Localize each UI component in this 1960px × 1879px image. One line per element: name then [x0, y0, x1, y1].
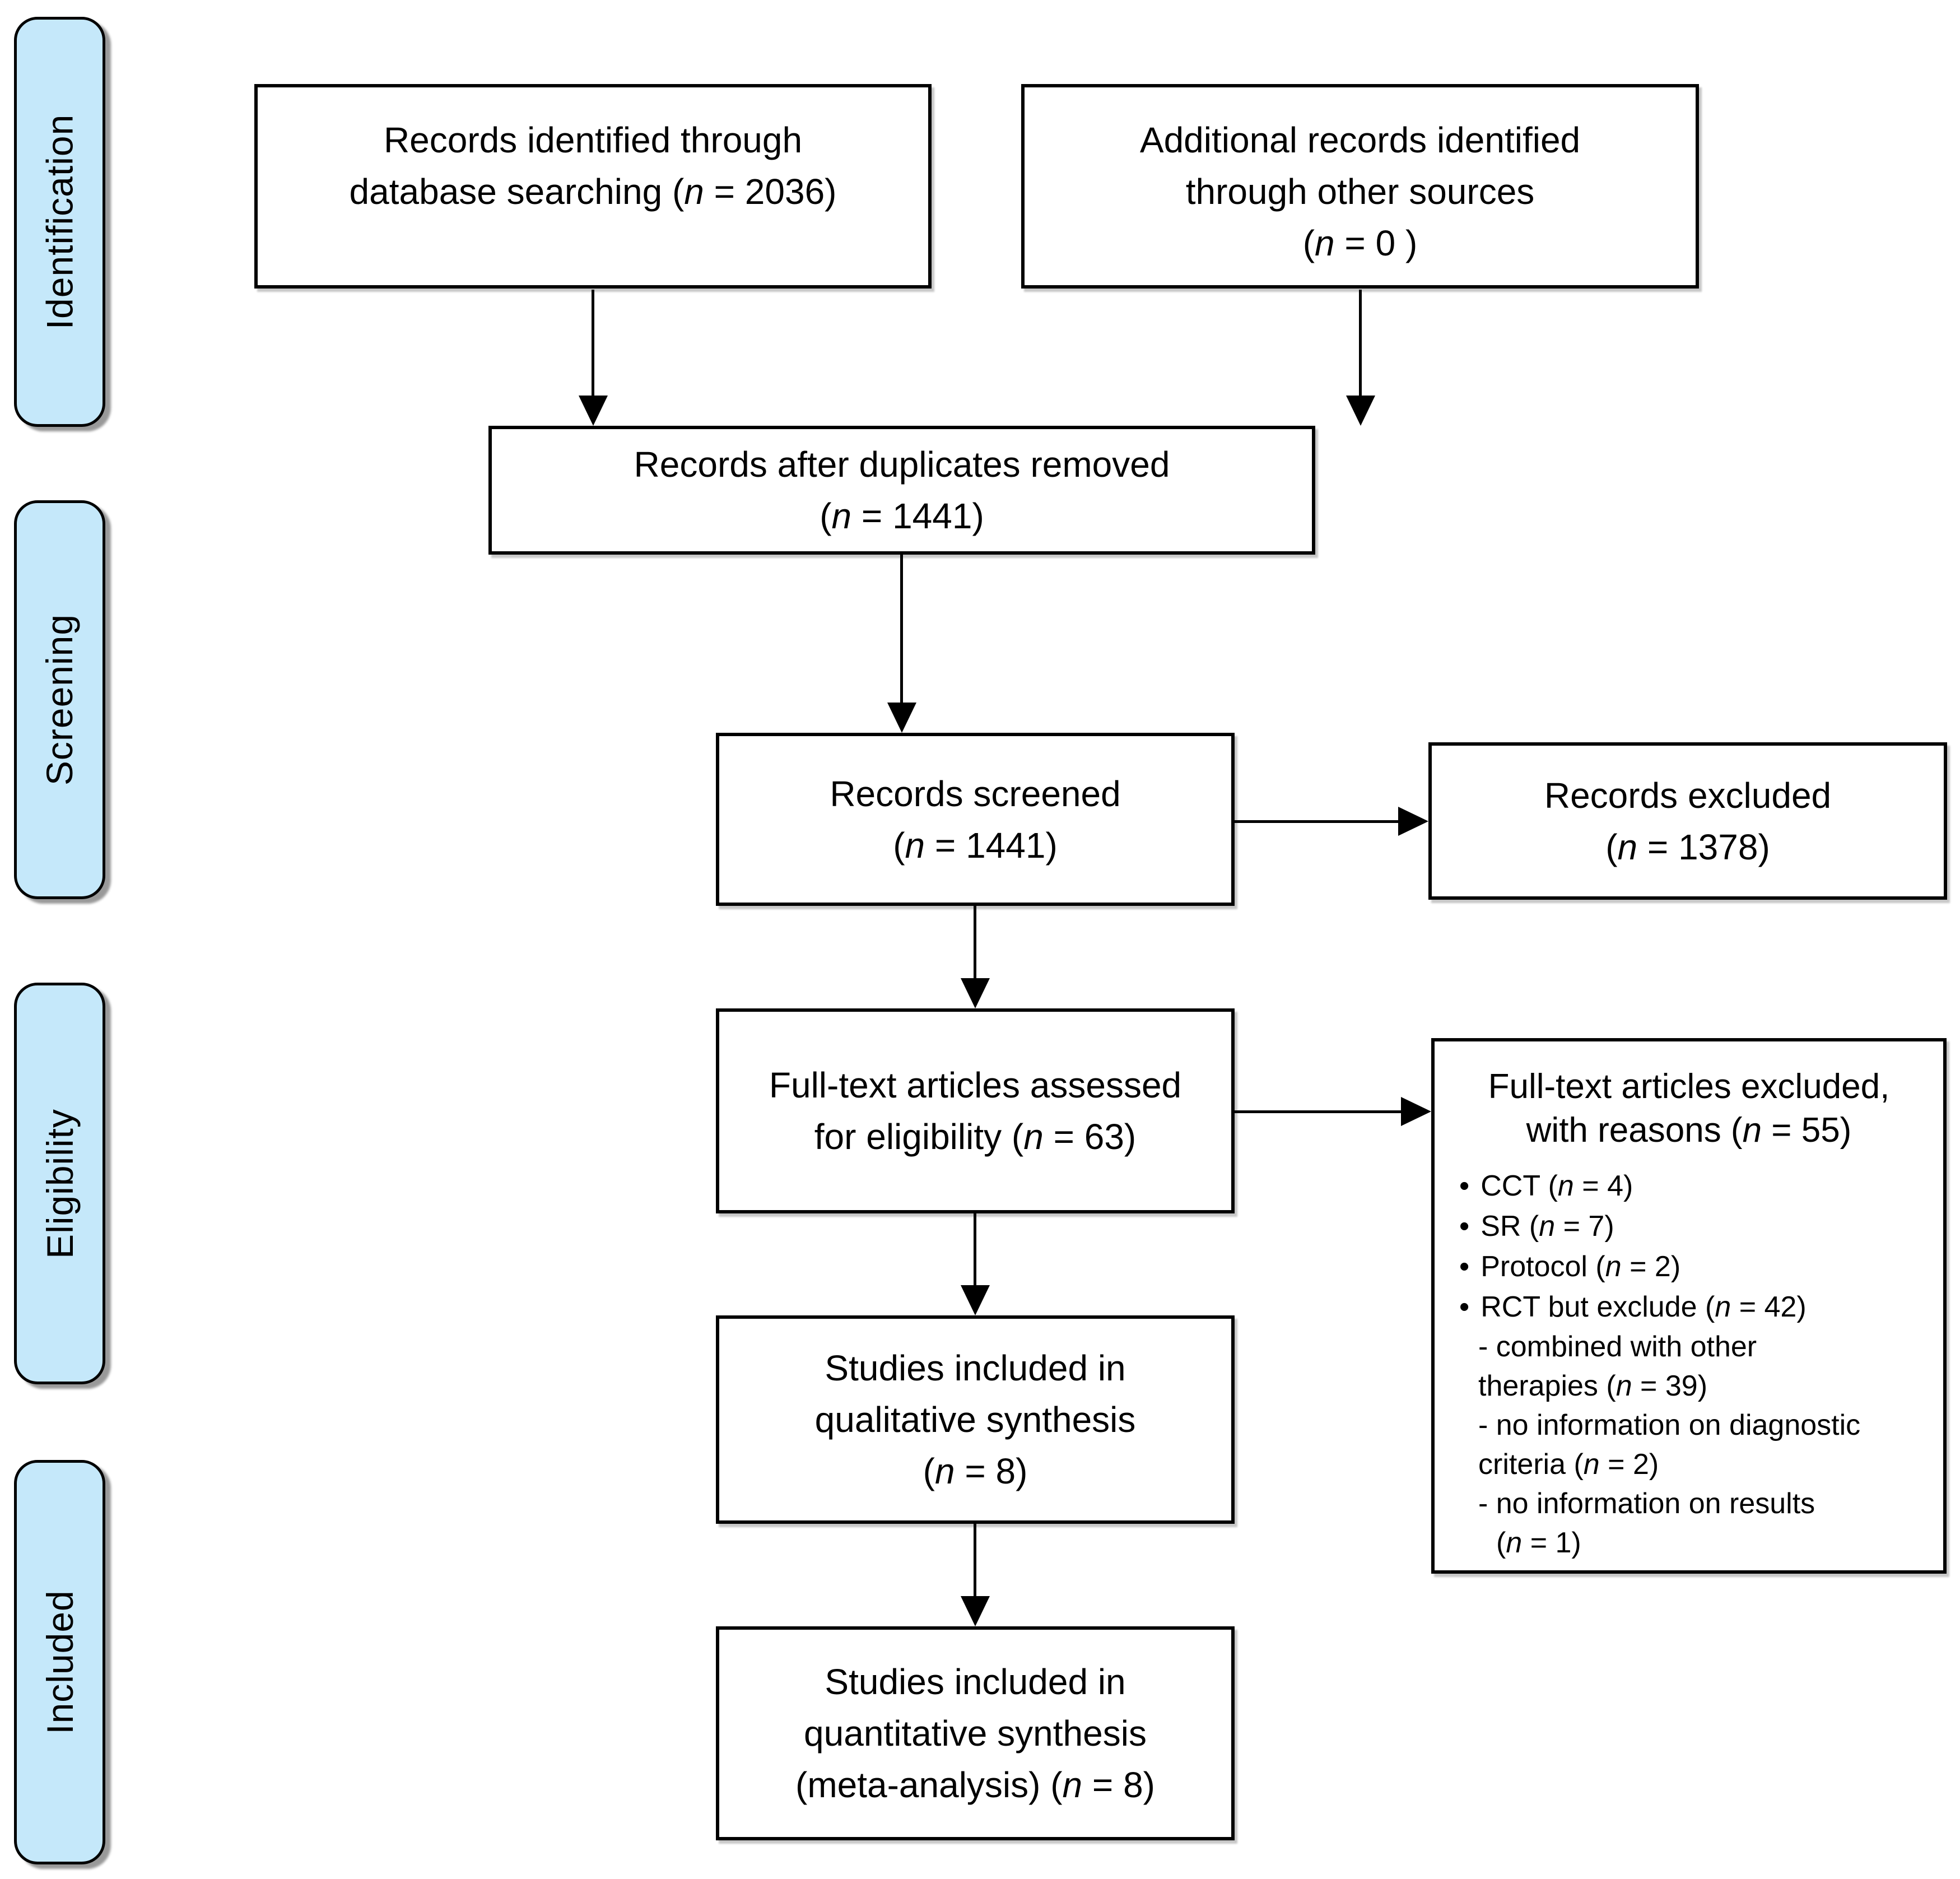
- arrow-assessed-to-qualitative-head: [961, 1285, 990, 1315]
- box-text-line: database searching (n = 2036): [349, 171, 837, 212]
- box-text-line: Studies included in: [825, 1348, 1126, 1388]
- arrow-additional-down-head: [1346, 396, 1375, 426]
- box-text-line: Full-text articles excluded,: [1488, 1067, 1890, 1106]
- box-text-line: (n = 1441): [820, 496, 984, 536]
- box-text-line: through other sources: [1185, 171, 1535, 212]
- reason-text: CCT (n = 4): [1481, 1170, 1633, 1202]
- box-text-line: Records excluded: [1544, 775, 1832, 816]
- excluded-reason-item: • Protocol (n = 2): [1450, 1247, 1928, 1287]
- bullet-icon: •: [1459, 1170, 1470, 1202]
- arrow-additional-down-line: [1359, 290, 1362, 397]
- box-text-line: with reasons (n = 55): [1526, 1111, 1852, 1150]
- box-text-line: qualitative synthesis: [814, 1399, 1136, 1440]
- arrow-qualitative-to-quantitative-head: [961, 1596, 990, 1626]
- arrow-screened-to-assessed-line: [974, 906, 976, 979]
- box-additional-records: Additional records identified through ot…: [1021, 84, 1699, 289]
- excluded-subreason-line: criteria (n = 2): [1478, 1448, 1659, 1481]
- box-fulltext-excluded: Full-text articles excluded, with reason…: [1431, 1038, 1947, 1574]
- box-text-line: Full-text articles assessed: [769, 1065, 1182, 1105]
- arrow-identified-down-line: [592, 290, 594, 397]
- box-text-line: Records screened: [830, 773, 1121, 814]
- arrow-assessed-to-qualitative-line: [974, 1213, 976, 1285]
- stage-label: Identification: [39, 114, 81, 330]
- excluded-subreason-line: (n = 1): [1496, 1527, 1581, 1559]
- stage-included: Included: [14, 1460, 105, 1864]
- arrow-qualitative-to-quantitative-line: [974, 1524, 976, 1596]
- reason-text: Protocol (n = 2): [1481, 1250, 1681, 1283]
- excluded-subreason-line: therapies (n = 39): [1478, 1370, 1708, 1402]
- arrow-identified-down-head: [579, 396, 608, 426]
- box-text-line: (n = 0 ): [1302, 223, 1418, 263]
- stage-identification: Identification: [14, 17, 105, 427]
- stage-label: Included: [39, 1590, 81, 1734]
- box-text-line: Additional records identified: [1139, 120, 1581, 160]
- excluded-title: Full-text articles excluded, with reason…: [1450, 1065, 1928, 1152]
- excluded-reason-item: • SR (n = 7): [1450, 1206, 1928, 1247]
- box-text-line: (n = 1441): [893, 825, 1058, 866]
- reason-text: RCT but exclude (n = 42): [1481, 1291, 1807, 1323]
- arrow-screened-to-excluded-line: [1235, 820, 1398, 823]
- stage-eligibility: Eligibility: [14, 983, 105, 1384]
- box-after-duplicates: Records after duplicates removed (n = 14…: [488, 426, 1315, 555]
- bullet-icon: •: [1459, 1210, 1470, 1243]
- stage-label: Screening: [39, 613, 81, 786]
- arrow-assessed-to-excluded-line: [1235, 1110, 1401, 1113]
- reason-text: SR (n = 7): [1481, 1210, 1614, 1243]
- excluded-subreason-line: - no information on diagnostic: [1478, 1409, 1861, 1441]
- arrow-screened-to-excluded-head: [1398, 807, 1428, 836]
- box-qualitative-synthesis: Studies included in qualitative synthesi…: [716, 1315, 1235, 1524]
- box-text-line: Records identified through: [383, 120, 803, 160]
- arrow-duplicates-to-screened-head: [887, 703, 916, 733]
- arrow-assessed-to-excluded-head: [1401, 1097, 1431, 1126]
- box-fulltext-assessed: Full-text articles assessed for eligibil…: [716, 1008, 1235, 1213]
- box-text-line: (meta-analysis) (n = 8): [795, 1765, 1155, 1805]
- box-records-screened: Records screened (n = 1441): [716, 733, 1235, 906]
- excluded-reason-item: • CCT (n = 4): [1450, 1166, 1928, 1206]
- arrow-screened-to-assessed-head: [961, 978, 990, 1008]
- excluded-reason-item: • RCT but exclude (n = 42): [1450, 1287, 1928, 1327]
- box-text-line: Studies included in: [825, 1662, 1126, 1702]
- bullet-icon: •: [1459, 1250, 1470, 1283]
- box-text-line: (n = 1378): [1605, 826, 1770, 867]
- box-records-excluded: Records excluded (n = 1378): [1428, 742, 1947, 900]
- stage-label: Eligibility: [39, 1108, 81, 1259]
- bullet-icon: •: [1459, 1291, 1470, 1323]
- box-quantitative-synthesis: Studies included in quantitative synthes…: [716, 1626, 1235, 1840]
- box-records-identified: Records identified through database sear…: [254, 84, 932, 289]
- stage-screening: Screening: [14, 500, 105, 899]
- excluded-subreason-line: - no information on results: [1478, 1487, 1815, 1520]
- excluded-subreason-line: - combined with other: [1478, 1331, 1757, 1363]
- box-text-line: quantitative synthesis: [804, 1713, 1147, 1754]
- box-text-line: for eligibility (n = 63): [814, 1117, 1137, 1157]
- box-text-line: Records after duplicates removed: [634, 444, 1170, 485]
- box-text-line: (n = 8): [923, 1451, 1028, 1491]
- arrow-duplicates-to-screened-line: [900, 555, 903, 703]
